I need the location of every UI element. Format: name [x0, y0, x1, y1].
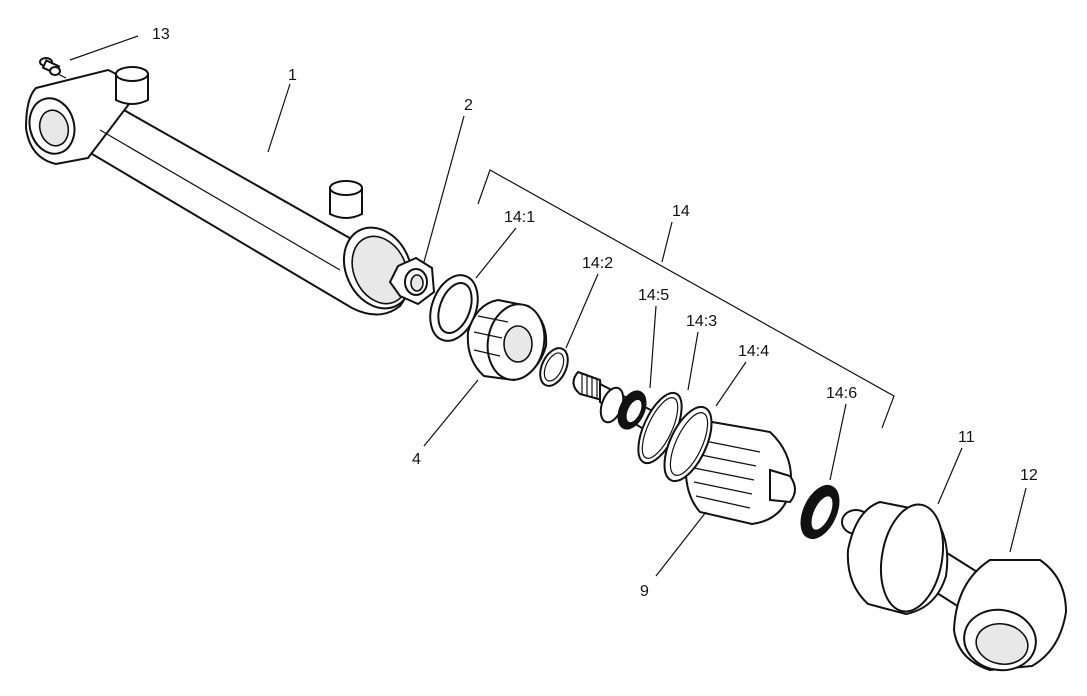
callout-13: 13: [152, 26, 170, 43]
part-14-6-seal: [800, 484, 840, 540]
part-2-nut: [388, 256, 436, 306]
leader-lines: [69, 35, 1027, 577]
part-13-grease-nipple: [39, 57, 67, 79]
callout-11: 11: [958, 429, 975, 446]
callout-1: 1: [288, 67, 297, 84]
part-14-4-ring: [663, 405, 713, 483]
part-4-piston: [466, 298, 548, 382]
callout-9: 9: [640, 583, 649, 600]
callout-14-1: 14:1: [504, 209, 535, 226]
callout-14-4: 14:4: [738, 343, 769, 360]
callout-labels: 13 1 2 14 14:1 14:2 14:5 14:3 14:4 14:6 …: [152, 26, 1038, 600]
callout-12: 12: [1020, 467, 1038, 484]
callout-14-3: 14:3: [686, 313, 717, 330]
group-14-bracket: [477, 169, 895, 429]
callout-14-5: 14:5: [638, 287, 669, 304]
callout-2: 2: [464, 97, 473, 114]
part-14-1-ring: [429, 274, 479, 342]
part-11-12-rod-end: [841, 500, 1068, 672]
part-1-cylinder-barrel: [24, 66, 414, 316]
callout-4: 4: [412, 451, 421, 468]
part-14-2-o-ring: [539, 347, 569, 387]
callout-14-6: 14:6: [826, 385, 857, 402]
part-14-5-seal: [617, 390, 647, 430]
callout-14: 14: [672, 203, 690, 220]
callout-14-2: 14:2: [582, 255, 613, 272]
